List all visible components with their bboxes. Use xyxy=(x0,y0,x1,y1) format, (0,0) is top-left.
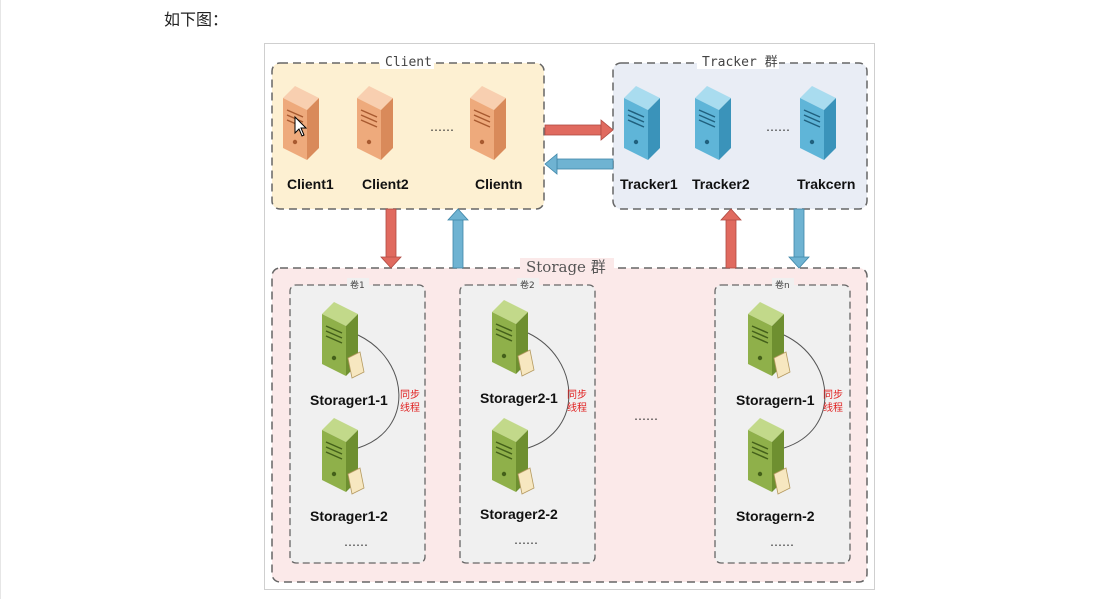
client-ellipsis: …… xyxy=(430,120,454,134)
tracker-group-title: Tracker 群 xyxy=(702,55,778,70)
clientn-label: Clientn xyxy=(475,176,522,192)
volume2-sync-label-line1: 同步 xyxy=(567,389,587,401)
storager2-1-label: Storager2-1 xyxy=(480,390,558,406)
tracker1-server-icon xyxy=(623,85,661,161)
volumen-ellipsis: …… xyxy=(770,535,794,549)
tracker2-server-icon xyxy=(694,85,732,161)
storage-ellipsis: …… xyxy=(634,409,658,423)
storage-to-client-arrow xyxy=(447,208,469,269)
tracker-to-storage-arrow xyxy=(788,208,810,269)
volume1-sync-line xyxy=(357,334,400,449)
volume2-sync-line xyxy=(527,332,570,449)
mouse-cursor-icon xyxy=(294,115,308,137)
client-to-tracker-arrow xyxy=(544,119,614,141)
storager1-2-label: Storager1-2 xyxy=(310,508,388,524)
client1-label: Client1 xyxy=(287,176,334,192)
volumen-sync-line xyxy=(783,334,826,449)
storagern-2-label: Storagern-2 xyxy=(736,508,815,524)
trakcern-label: Trakcern xyxy=(797,176,855,192)
tracker-to-client-arrow xyxy=(544,153,614,175)
volume1-title: 卷1 xyxy=(350,279,365,291)
trakcern-server-icon xyxy=(799,85,837,161)
volume1-sync-label-line1: 同步 xyxy=(400,389,420,401)
client2-label: Client2 xyxy=(362,176,409,192)
volumen-sync-label-line1: 同步 xyxy=(823,389,843,401)
storage-group-title: Storage 群 xyxy=(526,258,606,276)
volume2-ellipsis: …… xyxy=(514,533,538,547)
page-left-border xyxy=(0,0,1,599)
storager2-2-label: Storager2-2 xyxy=(480,506,558,522)
storager1-1-label: Storager1-1 xyxy=(310,392,388,408)
volume1-ellipsis: …… xyxy=(344,535,368,549)
intro-text: 如下图： xyxy=(164,10,229,29)
volumen-title: 卷n xyxy=(775,279,790,291)
storagern-1-label: Storagern-1 xyxy=(736,392,815,408)
volume1-sync-label-line2: 线程 xyxy=(400,401,420,414)
volume2-title: 卷2 xyxy=(520,279,535,291)
tracker-ellipsis: …… xyxy=(766,120,790,134)
client-to-storage-arrow xyxy=(380,208,402,269)
client2-server-icon xyxy=(356,85,394,161)
clientn-server-icon xyxy=(469,85,507,161)
tracker1-label: Tracker1 xyxy=(620,176,678,192)
volume2-sync-label-line2: 线程 xyxy=(567,401,587,414)
tracker2-label: Tracker2 xyxy=(692,176,750,192)
volumen-sync-label-line2: 线程 xyxy=(823,401,843,414)
client-group-title: Client xyxy=(385,55,432,70)
storage-to-tracker-arrow xyxy=(720,208,742,269)
